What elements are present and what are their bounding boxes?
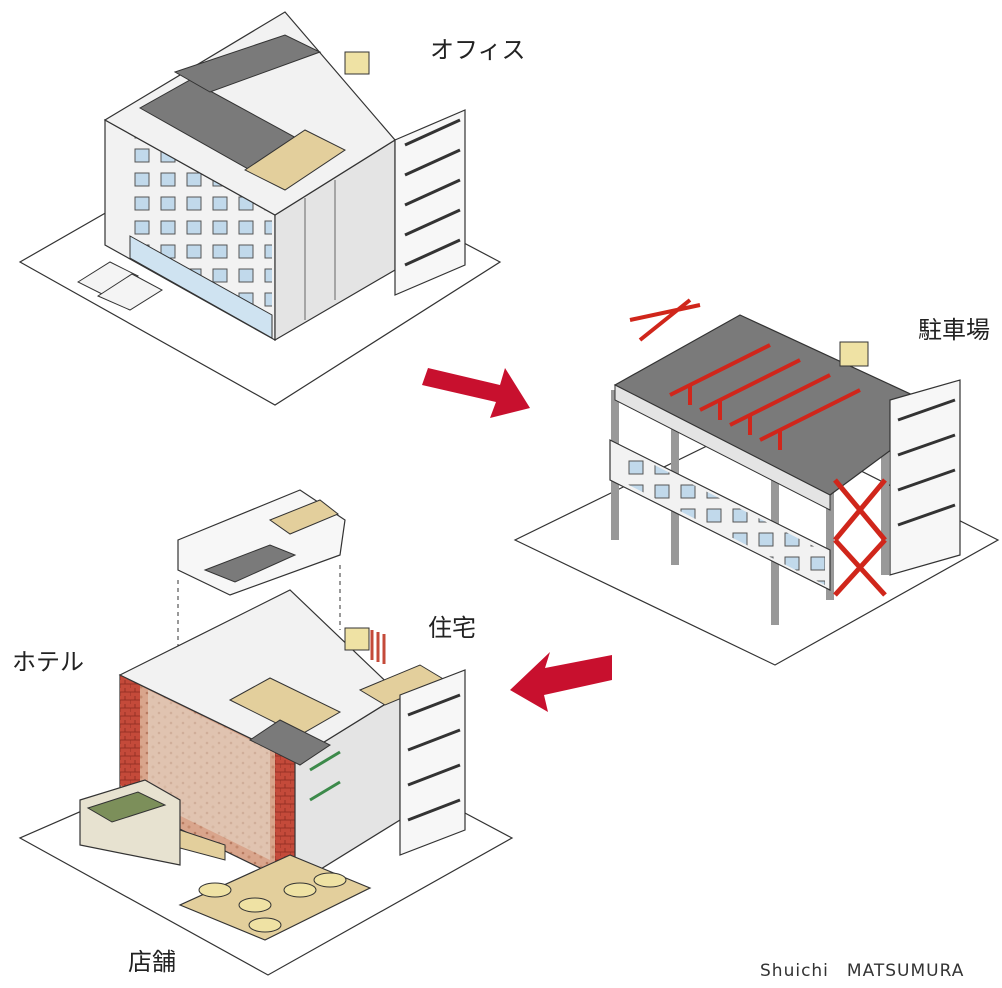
parking-bracing [833,478,887,597]
label-office: オフィス [430,36,526,64]
label-housing: 住宅 [428,614,476,642]
mixed-use-stair-tower [399,669,466,856]
label-parking: 駐車場 [918,316,990,344]
parking-stair-tower [889,379,961,576]
parked-cars [76,261,163,311]
office-stair-tower [394,109,466,296]
office-rooftop-unit [344,51,370,75]
terrace-umbrellas [198,872,347,933]
office-furniture [244,129,346,191]
office-building [18,11,502,406]
author-credit: Shuichi MATSUMURA [760,961,965,981]
parking-stall-markings [629,298,861,450]
arrow-parking-to-mixed-use [510,652,612,712]
mixed-use-building [18,489,514,976]
balcony-plants [309,750,341,802]
arrow-office-to-parking [422,368,530,418]
label-retail: 店舗 [128,948,176,976]
parking-building [513,298,1000,666]
label-hotel: ホテル [12,648,84,676]
